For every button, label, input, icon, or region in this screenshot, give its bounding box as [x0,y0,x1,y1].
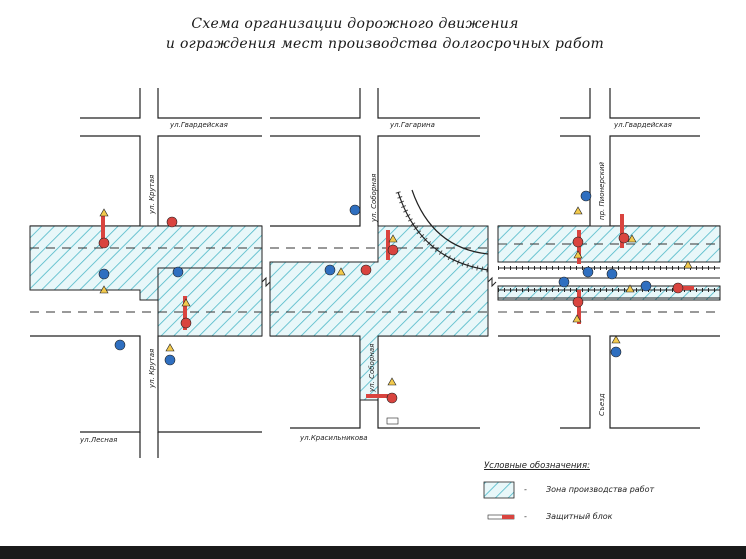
street-label-sobornaya-top: ул. Соборная [370,173,378,222]
street-label-sezd: Съезд [598,393,606,416]
street-label-gvardeyskaya-right: ул.Гвардейская [614,121,672,129]
legend-title: Условные обозначения: [484,461,590,471]
work-zone-right [497,225,721,263]
diagram-title-line1: Схема организации дорожного движения [191,16,519,32]
legend-block-swatch [487,514,515,520]
diagram-title-line2: и ограждения мест производства долгосроч… [165,36,605,52]
legend-zone-label: Зона производства работ [546,485,655,494]
street-label-sobornaya-bottom: ул. Соборная [368,343,376,392]
railway-track [395,189,489,273]
legend-block-label: Защитный блок [546,512,613,521]
legend-zone-dash: - [524,485,527,494]
sign-group-middle-bottom [386,377,399,425]
street-label-lesnaya: ул.Лесная [80,436,118,444]
work-zone-left-lower [157,267,263,337]
sign-group-middle-top [324,204,399,276]
street-label-krutaya-bottom: ул. Крутая [148,348,156,388]
bottom-black-bar [0,546,746,559]
legend-zone-swatch [483,481,515,499]
legend-block-dash: - [524,512,527,521]
sign-group-left-top [98,208,178,294]
legend-graphics [483,481,515,520]
break-marks [261,276,497,288]
sign-group-right [558,190,693,358]
sign-group-left-bottom [114,266,192,366]
street-label-krasilnikova: ул.Красильникова [300,434,368,442]
traffic-signs [98,190,693,425]
street-label-krutaya-top: ул. Крутая [148,174,156,214]
street-label-pionersky: пр. Пионерский [598,161,606,220]
street-label-gagarina: ул.Гагарина [390,121,435,129]
street-label-gvardeyskaya-left: ул.Гвардейская [170,121,228,129]
lane-dash-lines [30,243,720,313]
work-zone-middle [269,225,489,401]
